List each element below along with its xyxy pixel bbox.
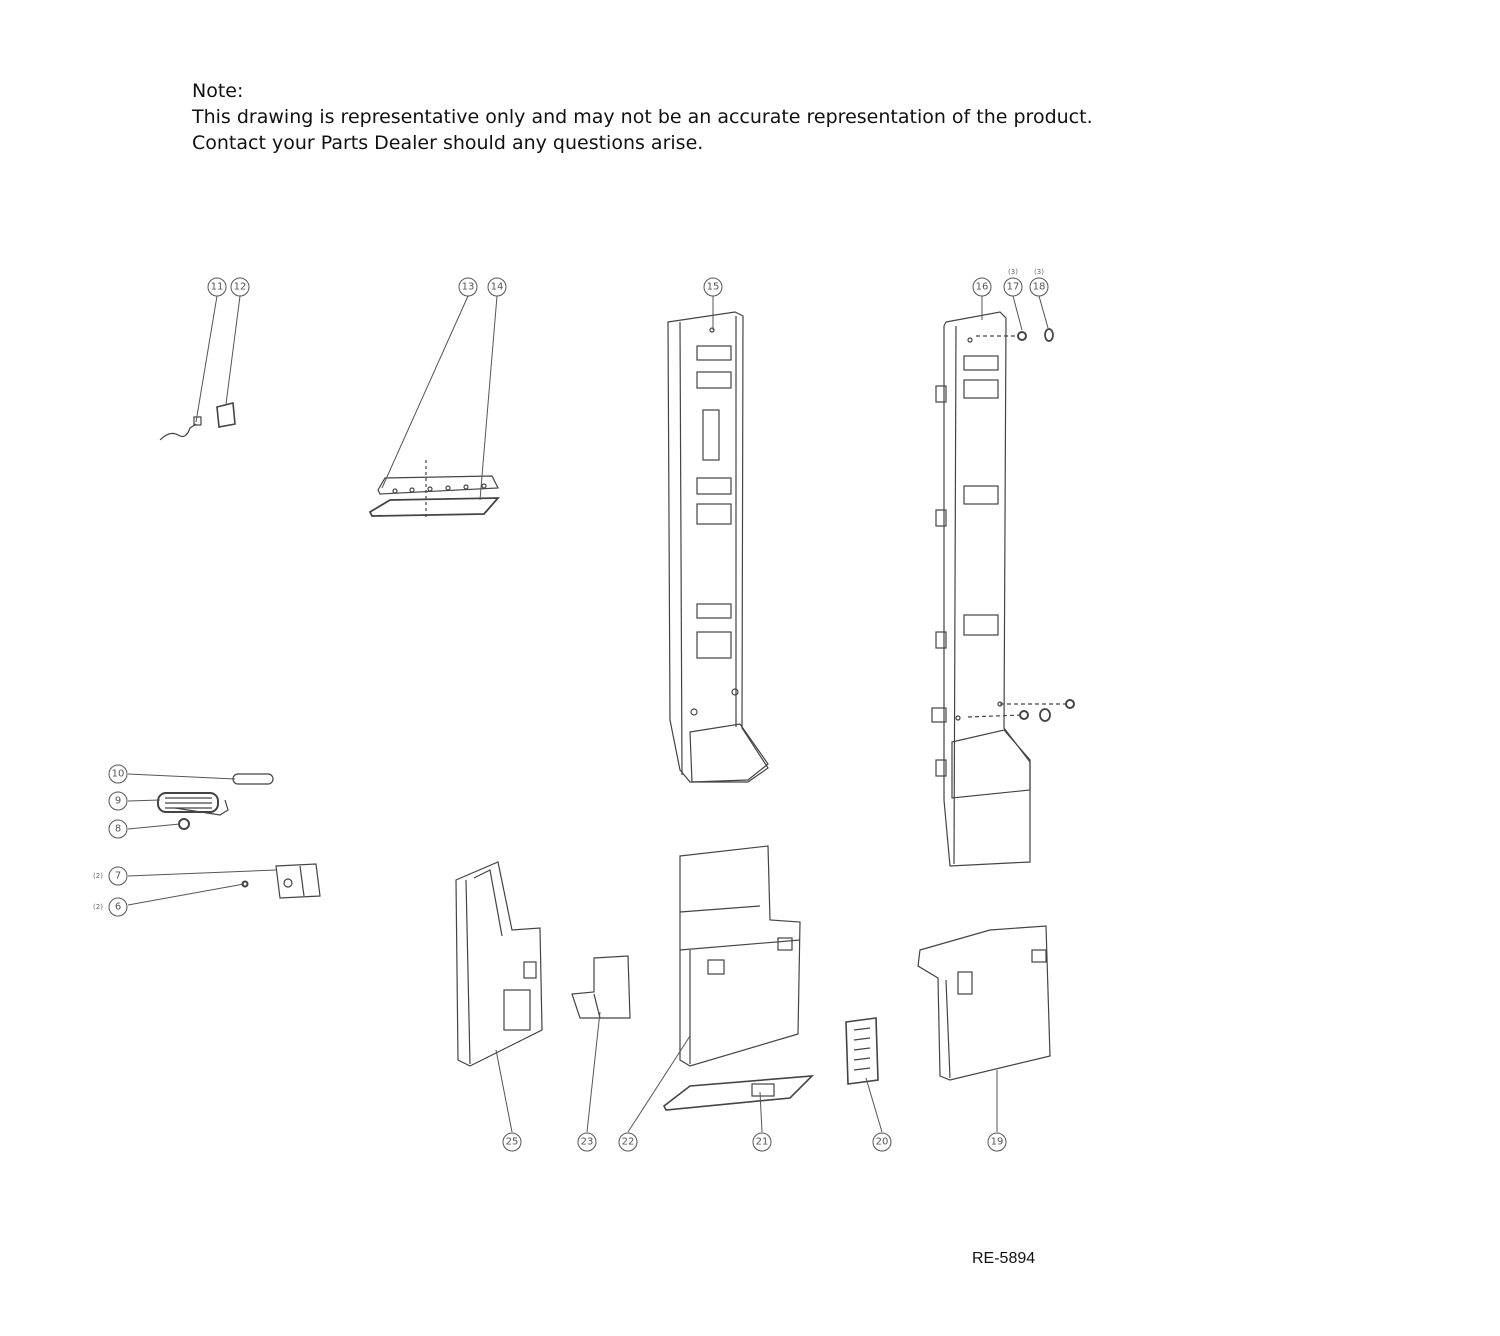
part-15-dispenser-panel [667, 311, 769, 783]
part-21-plate [662, 1075, 815, 1111]
note-line-1: This drawing is representative only and … [192, 106, 1093, 128]
part-20-connector [845, 1017, 879, 1085]
callout-7-label: 7 [115, 871, 121, 882]
callout-25 [502, 1132, 522, 1152]
callout-22-label: 22 [622, 1137, 635, 1148]
callout-18 [1029, 277, 1049, 297]
callout-13 [458, 277, 478, 297]
part-10-pin [232, 773, 274, 785]
callout-20-label: 20 [876, 1137, 889, 1148]
callout-19-label: 19 [991, 1137, 1004, 1148]
callout-20 [872, 1132, 892, 1152]
part-11-wire-harness [159, 416, 202, 441]
part-14-lamp-cover [368, 460, 501, 520]
part-13-led-lamp [377, 475, 499, 495]
callout-16 [972, 277, 992, 297]
part-22-housing [679, 845, 801, 1067]
callout-10-label: 10 [112, 769, 125, 780]
part-7-bracket [275, 863, 321, 899]
callout-6 [108, 897, 128, 917]
callout-10 [108, 764, 128, 784]
callout-9 [108, 791, 128, 811]
callout-15 [703, 277, 723, 297]
callout-11-label: 11 [211, 282, 224, 293]
qty-18: (3) [1034, 268, 1044, 276]
part-25-cover [455, 861, 543, 1067]
callout-23-label: 23 [581, 1137, 594, 1148]
callout-22 [618, 1132, 638, 1152]
qty-6: (2) [93, 903, 103, 911]
part-19-control-box [917, 925, 1051, 1081]
callout-23 [577, 1132, 597, 1152]
document-number: RE-5894 [972, 1250, 1036, 1267]
part-17-screw [967, 331, 1075, 720]
callout-14-label: 14 [491, 282, 504, 293]
qty-7: (2) [93, 872, 103, 880]
callout-15-label: 15 [707, 282, 720, 293]
part-12-pad [216, 401, 236, 428]
callout-9-label: 9 [115, 796, 121, 807]
callout-12 [230, 277, 250, 297]
callout-12-label: 12 [234, 282, 247, 293]
drawing-note: Note: This drawing is representative onl… [192, 78, 1093, 156]
note-heading: Note: [192, 80, 244, 102]
part-16-dispenser-panel [931, 311, 1031, 867]
callout-25-label: 25 [506, 1137, 519, 1148]
callout-16-label: 16 [976, 282, 989, 293]
callout-6-label: 6 [115, 902, 121, 913]
part-18-cap [1039, 328, 1054, 722]
callout-7 [108, 866, 128, 886]
callout-13-label: 13 [462, 282, 475, 293]
callout-11 [207, 277, 227, 297]
note-line-2: Contact your Parts Dealer should any que… [192, 132, 704, 154]
callout-17 [1003, 277, 1023, 297]
qty-17: (3) [1008, 268, 1018, 276]
callout-17-label: 17 [1007, 282, 1020, 293]
callout-8-label: 8 [115, 824, 121, 835]
callout-21-label: 21 [756, 1137, 769, 1148]
callout-21 [752, 1132, 772, 1152]
part-9-grille [157, 792, 229, 816]
callout-8 [108, 819, 128, 839]
callout-18-label: 18 [1033, 282, 1046, 293]
part-23-bracket [571, 955, 631, 1019]
callout-14 [487, 277, 507, 297]
callout-19 [987, 1132, 1007, 1152]
part-8-screw [178, 818, 190, 830]
